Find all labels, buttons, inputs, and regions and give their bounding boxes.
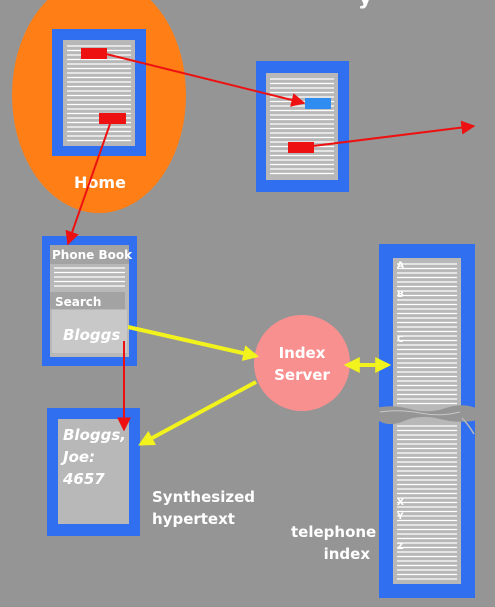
index-letter: Z xyxy=(397,542,404,552)
query-arrow-to-server xyxy=(127,325,260,361)
home-label: Home xyxy=(74,173,126,192)
synthesized-line-2: hypertext xyxy=(152,510,235,528)
linked-page[interactable] xyxy=(256,61,349,192)
search-value[interactable]: Bloggs xyxy=(63,326,120,344)
link-arrow-page-outward xyxy=(304,120,476,148)
index-server[interactable] xyxy=(254,315,350,411)
home-link-anchor-1[interactable] xyxy=(81,48,107,59)
link-arrow-home-to-page xyxy=(105,53,306,107)
link-arrow-home-to-phonebook xyxy=(65,123,111,246)
synthesized-line-1: Synthesized xyxy=(152,488,255,506)
index-letter: A xyxy=(397,261,404,271)
index-server-line-1: Index xyxy=(279,344,326,362)
index-letter: C xyxy=(397,335,404,345)
result-line-1: Bloggs, xyxy=(63,426,126,444)
index-server-line-2: Server xyxy=(274,366,330,384)
telephone-index-line-1: telephone xyxy=(291,523,376,541)
phone-book-title: Phone Book xyxy=(52,248,133,262)
linked-page-target-anchor[interactable] xyxy=(305,98,331,109)
response-arrow-to-result xyxy=(138,380,257,446)
search-label: Search xyxy=(55,295,101,309)
telephone-index-page[interactable] xyxy=(376,244,478,598)
home-link-anchor-2[interactable] xyxy=(99,113,126,124)
linked-page-link-anchor[interactable] xyxy=(288,142,314,153)
index-letter: Y xyxy=(396,512,404,522)
telephone-index-line-2: index xyxy=(324,545,371,563)
title-fragment: y xyxy=(358,0,372,10)
phone-book-page[interactable] xyxy=(42,236,137,366)
index-letter: X xyxy=(397,498,404,508)
home-page[interactable] xyxy=(52,29,146,156)
result-line-2: Joe: xyxy=(60,448,95,466)
result-line-3: 4657 xyxy=(62,470,105,488)
index-letter: B xyxy=(397,290,404,300)
